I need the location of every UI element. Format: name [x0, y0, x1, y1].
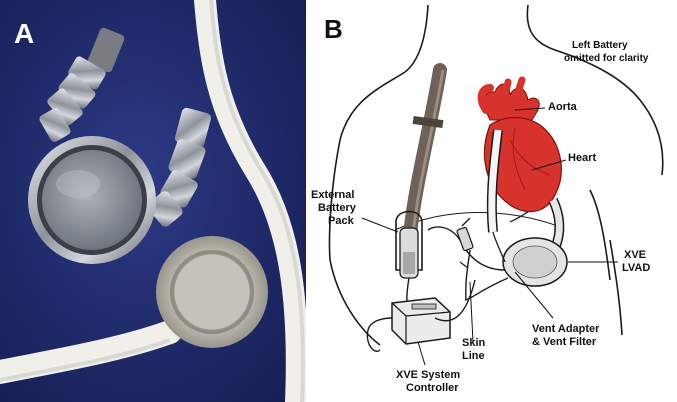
pump-plate: [42, 150, 142, 250]
label-vent-line2: & Vent Filter: [532, 336, 597, 348]
lvad-schematic: B Left Battery omitted for clarity Aorta…: [310, 0, 677, 402]
label-vent-line1: Vent Adapter: [532, 323, 600, 335]
label-controller-line2: Controller: [406, 382, 459, 394]
label-battery-line3: Pack: [328, 215, 355, 227]
system-controller: [392, 298, 450, 344]
battery-note-line2: omitted for clarity: [564, 53, 649, 64]
panel-a-letter: A: [14, 18, 34, 49]
panel-b-letter: B: [324, 14, 343, 44]
label-lvad-line1: XVE: [624, 249, 646, 261]
label-battery-line1: External: [311, 189, 354, 201]
label-battery-line2: Battery: [318, 202, 357, 214]
label-heart: Heart: [568, 152, 596, 164]
panel-a-photo: A: [0, 0, 306, 402]
label-controller-line1: XVE System: [396, 369, 460, 381]
label-skin-line1: Skin: [462, 337, 486, 349]
panel-b-diagram: B Left Battery omitted for clarity Aorta…: [310, 0, 677, 402]
label-lvad-line2: LVAD: [622, 262, 650, 274]
label-skin-line2: Line: [462, 350, 485, 362]
battery-note-line1: Left Battery: [572, 40, 628, 51]
label-aorta: Aorta: [548, 101, 578, 113]
lvad-device-photo: A: [0, 0, 306, 402]
